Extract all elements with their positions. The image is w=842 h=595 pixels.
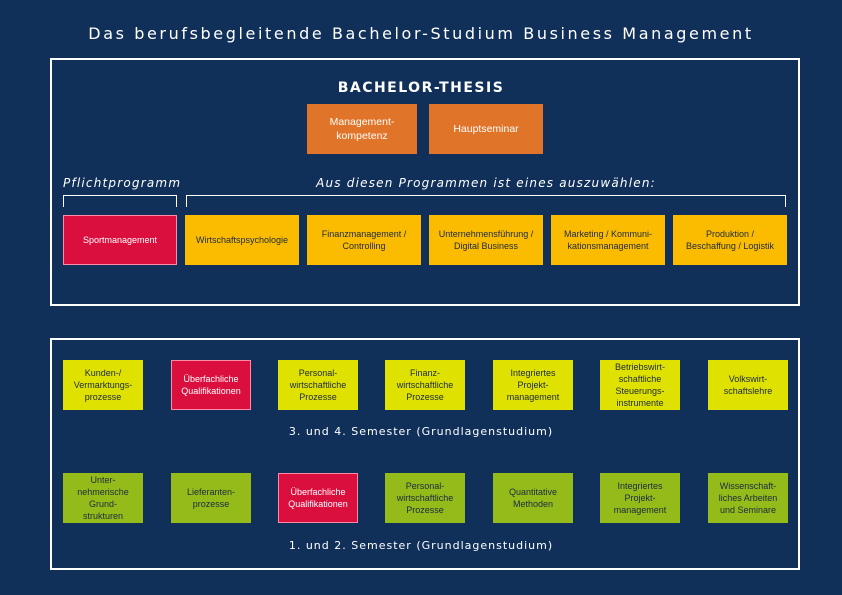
pflichtprogramm-bracket — [63, 195, 177, 207]
semester-3-4-label: 3. und 4. Semester (Grundlagenstudium) — [288, 425, 554, 438]
module-ueberfachliche-qualifikationen-12: Überfachliche Qualifikationen — [278, 473, 358, 523]
module-personalwirtschaft-12: Personal- wirtschaftliche Prozesse — [385, 473, 465, 523]
wahlprogramme-label: Aus diesen Programmen ist eines auszuwäh… — [316, 176, 656, 190]
specialization-frame — [50, 58, 800, 306]
module-ueberfachliche-qualifikationen-34: Überfachliche Qualifikationen — [171, 360, 251, 410]
program-sportmanagement: Sportmanagement — [63, 215, 177, 265]
module-personalwirtschaft-34: Personal- wirtschaftliche Prozesse — [278, 360, 358, 410]
module-projektmanagement-12: Integriertes Projekt- management — [600, 473, 680, 523]
program-marketing: Marketing / Kommuni- kationsmanagement — [551, 215, 665, 265]
program-finanzmanagement: Finanzmanagement / Controlling — [307, 215, 421, 265]
module-managementkompetenz: Management- kompetenz — [307, 104, 417, 154]
program-produktion: Produktion / Beschaffung / Logistik — [673, 215, 787, 265]
semester-1-2-label: 1. und 2. Semester (Grundlagenstudium) — [288, 539, 554, 552]
wahlprogramme-bracket — [186, 195, 786, 207]
module-projektmanagement-34: Integriertes Projekt- management — [493, 360, 573, 410]
module-lieferantenprozesse: Lieferanten- prozesse — [171, 473, 251, 523]
pflichtprogramm-label: Pflichtprogramm — [63, 176, 182, 190]
grundlagenstudium-frame — [50, 338, 800, 570]
bachelor-thesis-heading: BACHELOR-THESIS — [337, 80, 505, 96]
module-quantitative-methoden: Quantitative Methoden — [493, 473, 573, 523]
module-unternehmerische-grundstrukturen: Unter- nehmerische Grund- strukturen — [63, 473, 143, 523]
program-wirtschaftspsychologie: Wirtschaftspsychologie — [185, 215, 299, 265]
module-hauptseminar: Hauptseminar — [429, 104, 543, 154]
module-wissenschaftliches-arbeiten: Wissenschaft- liches Arbeiten und Semina… — [708, 473, 788, 523]
program-unternehmensfuehrung: Unternehmensführung / Digital Business — [429, 215, 543, 265]
module-steuerungsinstrumente: Betriebswirt- schaftliche Steuerungs- in… — [600, 360, 680, 410]
page-title: Das berufsbegleitende Bachelor-Studium B… — [88, 24, 754, 43]
module-volkswirtschaftslehre: Volkswirt- schaftslehre — [708, 360, 788, 410]
module-kunden-vermarktung: Kunden-/ Vermarktungs- prozesse — [63, 360, 143, 410]
module-finanzwirtschaft: Finanz- wirtschaftliche Prozesse — [385, 360, 465, 410]
